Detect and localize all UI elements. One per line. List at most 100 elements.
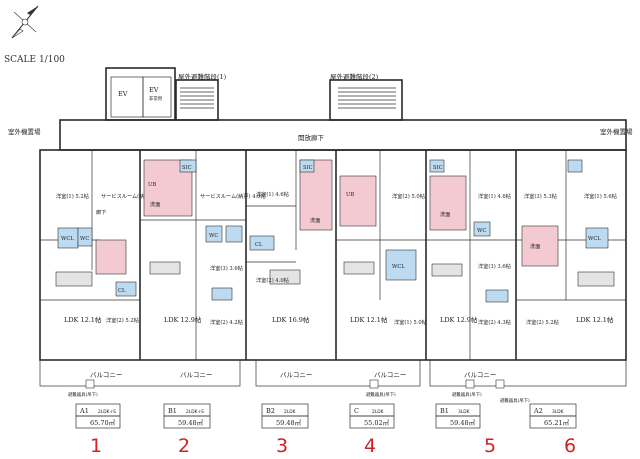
unit-3-area: 59.48㎡ <box>276 418 302 427</box>
unit-3-sic: SIC <box>303 165 313 171</box>
unit-1-room-1: 洋室(1) 5.2帖 <box>56 192 89 200</box>
unit-1: WCL WC CL 廊下 洋室(1) 5.2帖 サービスルーム(納戸) 5.3帖… <box>40 150 167 324</box>
ac-space-left: 室外機置場 <box>8 127 41 136</box>
unit-3-plan: 2LDK <box>284 409 296 415</box>
balcony-label-1: バルコニー <box>90 371 122 379</box>
unit-3-legend: B2 2LDK 59.48㎡ 3 <box>261 403 309 457</box>
unit-2-type: B1 <box>168 407 177 415</box>
evac-label-3: 避難器具(吊下) <box>452 391 482 398</box>
unit-5-number: 5 <box>484 435 496 457</box>
unit-6-wcl: WCL <box>588 236 601 242</box>
unit-4-legend: C 2LDK 55.02㎡ 4 <box>349 403 395 457</box>
unit-2-room-4: 洋室(2) 4.2帖 <box>210 318 243 326</box>
unit-2-plan: 2LDK+S <box>186 409 204 415</box>
unit-1-number: 1 <box>90 435 102 457</box>
unit-5-room-2: 洋室(3) 3.6帖 <box>478 262 511 270</box>
balcony-label-3: バルコニー <box>280 371 312 379</box>
unit-5: SIC 洗面 WC 洋室(1) 4.6帖 洋室(3) 3.6帖 LDK 12.9… <box>426 150 516 360</box>
evac-hatches: 避難器具(吊下) 避難器具(吊下) 避難器具(吊下) 避難器具(吊下) <box>68 379 530 404</box>
unit-5-room-4: 洋室(2) 4.3帖 <box>478 318 511 326</box>
unit-6-type: A2 <box>533 407 543 415</box>
unit-1-wc: WC <box>80 236 89 242</box>
unit-3-number: 3 <box>276 435 288 457</box>
ev-sub-label: 非常用 <box>149 95 162 102</box>
unit-1-room-3: LDK 12.1帖 <box>64 315 102 324</box>
unit-6-wash: 洗面 <box>530 242 540 250</box>
unit-1-cl: CL <box>118 288 126 294</box>
unit-5-wc: WC <box>477 228 486 234</box>
unit-5-legend: B1 3LDK 59.48㎡ 5 <box>435 403 496 457</box>
unit-4-area: 55.02㎡ <box>364 418 390 427</box>
unit-1-type: A1 <box>79 407 89 415</box>
unit-3: SIC 洗面 CL 洋室(1) 4.6帖 洋室(2) 4.0帖 LDK 16.9… <box>246 150 333 324</box>
unit-1-hall: 廊下 <box>96 208 106 216</box>
compass-icon <box>11 5 39 39</box>
balcony-label-4: バルコニー <box>374 371 406 379</box>
unit-6-number: 6 <box>564 435 576 457</box>
unit-3-room-1: 洋室(1) 4.6帖 <box>256 190 289 198</box>
unit-5-room-3: LDK 12.9帖 <box>440 315 478 324</box>
unit-6-room-3: LDK 12.1帖 <box>576 315 614 324</box>
evac-label-4: 避難器具(吊下) <box>500 397 530 404</box>
ev-label-1: EV <box>118 90 128 98</box>
unit-6-room-1: 洋室(3) 5.3帖 <box>524 192 557 200</box>
unit-4-room-3: 洋室(1) 5.0帖 <box>394 318 427 326</box>
unit-3-cl: CL <box>255 242 263 248</box>
unit-6-room-4: 洋室(2) 5.2帖 <box>526 318 559 326</box>
unit-legend: A1 2LDK+S 65.70㎡ 1 B1 2LDK+S 59.48㎡ 2 B2… <box>75 403 577 457</box>
evac-label-2: 避難器具(吊下) <box>366 391 396 398</box>
unit-walls <box>139 150 517 360</box>
unit-4-ub: UB <box>346 192 354 198</box>
corridor-label: 開放廊下 <box>298 133 325 142</box>
unit-6-room-2: 洋室(1) 5.6帖 <box>584 192 617 200</box>
unit-3-room-3: LDK 16.9帖 <box>272 315 310 324</box>
unit-4: UB WCL 洋室(2) 5.0帖 LDK 12.1帖 洋室(1) 5.0帖 <box>336 150 427 326</box>
unit-2-number: 2 <box>178 435 190 457</box>
balcony-band: バルコニー バルコニー バルコニー バルコニー バルコニー <box>39 359 627 387</box>
unit-2-legend: B1 2LDK+S 59.48㎡ 2 <box>163 403 211 457</box>
ac-space-right: 室外機置場 <box>600 127 633 136</box>
unit-4-type: C <box>354 407 359 415</box>
unit-2-room-2: LDK 12.9帖 <box>164 315 202 324</box>
corridor <box>59 119 627 151</box>
unit-4-plan: 2LDK <box>372 409 384 415</box>
unit-6-plan: 3LDK <box>552 409 564 415</box>
unit-1-plan: 2LDK+S <box>98 409 116 415</box>
unit-1-legend: A1 2LDK+S 65.70㎡ 1 <box>75 403 121 457</box>
core-left: EV EV 非常用 屋外避難階段(1) <box>105 67 227 121</box>
unit-4-room-1: 洋室(2) 5.0帖 <box>392 192 425 200</box>
unit-1-room-2: サービスルーム(納戸) 5.3帖 <box>101 192 167 200</box>
unit-4-wcl: WCL <box>392 264 405 270</box>
unit-6-area: 65.21㎡ <box>544 418 570 427</box>
unit-5-sic: SIC <box>433 165 443 171</box>
stair-label-1: 屋外避難階段(1) <box>178 72 227 81</box>
unit-2-area: 59.48㎡ <box>178 418 204 427</box>
unit-1-area: 65.70㎡ <box>90 418 116 427</box>
unit-5-room-1: 洋室(1) 4.6帖 <box>478 192 511 200</box>
unit-5-area: 59.48㎡ <box>450 418 476 427</box>
unit-2-wc: WC <box>209 233 218 239</box>
unit-2-room-1: サービスルーム(納戸) 4.6帖 <box>200 192 266 200</box>
balcony-label-2: バルコニー <box>180 371 212 379</box>
unit-2-room-3: 洋室(3) 3.6帖 <box>210 264 243 272</box>
scale-label: SCALE 1/100 <box>4 55 65 65</box>
unit-5-type: B1 <box>440 407 449 415</box>
unit-2-ub: UB <box>148 182 156 188</box>
unit-3-room-2: 洋室(2) 4.0帖 <box>256 276 289 284</box>
unit-4-number: 4 <box>364 435 376 457</box>
unit-5-wash: 洗面 <box>440 210 450 218</box>
unit-3-type: B2 <box>266 407 275 415</box>
ev-label-2: EV <box>149 86 159 94</box>
unit-4-room-2: LDK 12.1帖 <box>350 315 388 324</box>
unit-1-room-4: 洋室(2) 5.2帖 <box>106 316 139 324</box>
stair-label-2: 屋外避難階段(2) <box>330 72 379 81</box>
core-right: 屋外避難階段(2) <box>329 72 403 121</box>
unit-6: 洗面 WCL 洋室(3) 5.3帖 洋室(1) 5.6帖 LDK 12.1帖 洋… <box>516 150 626 326</box>
unit-6-legend: A2 3LDK 65.21㎡ 6 <box>529 403 577 457</box>
unit-2: UB 洗面 SIC WC サービスルーム(納戸) 4.6帖 LDK 12.9帖 … <box>140 150 266 360</box>
unit-5-plan: 3LDK <box>458 409 470 415</box>
unit-2-sic: SIC <box>182 165 192 171</box>
balcony-label-5: バルコニー <box>464 371 496 379</box>
unit-3-wash: 洗面 <box>310 216 320 224</box>
